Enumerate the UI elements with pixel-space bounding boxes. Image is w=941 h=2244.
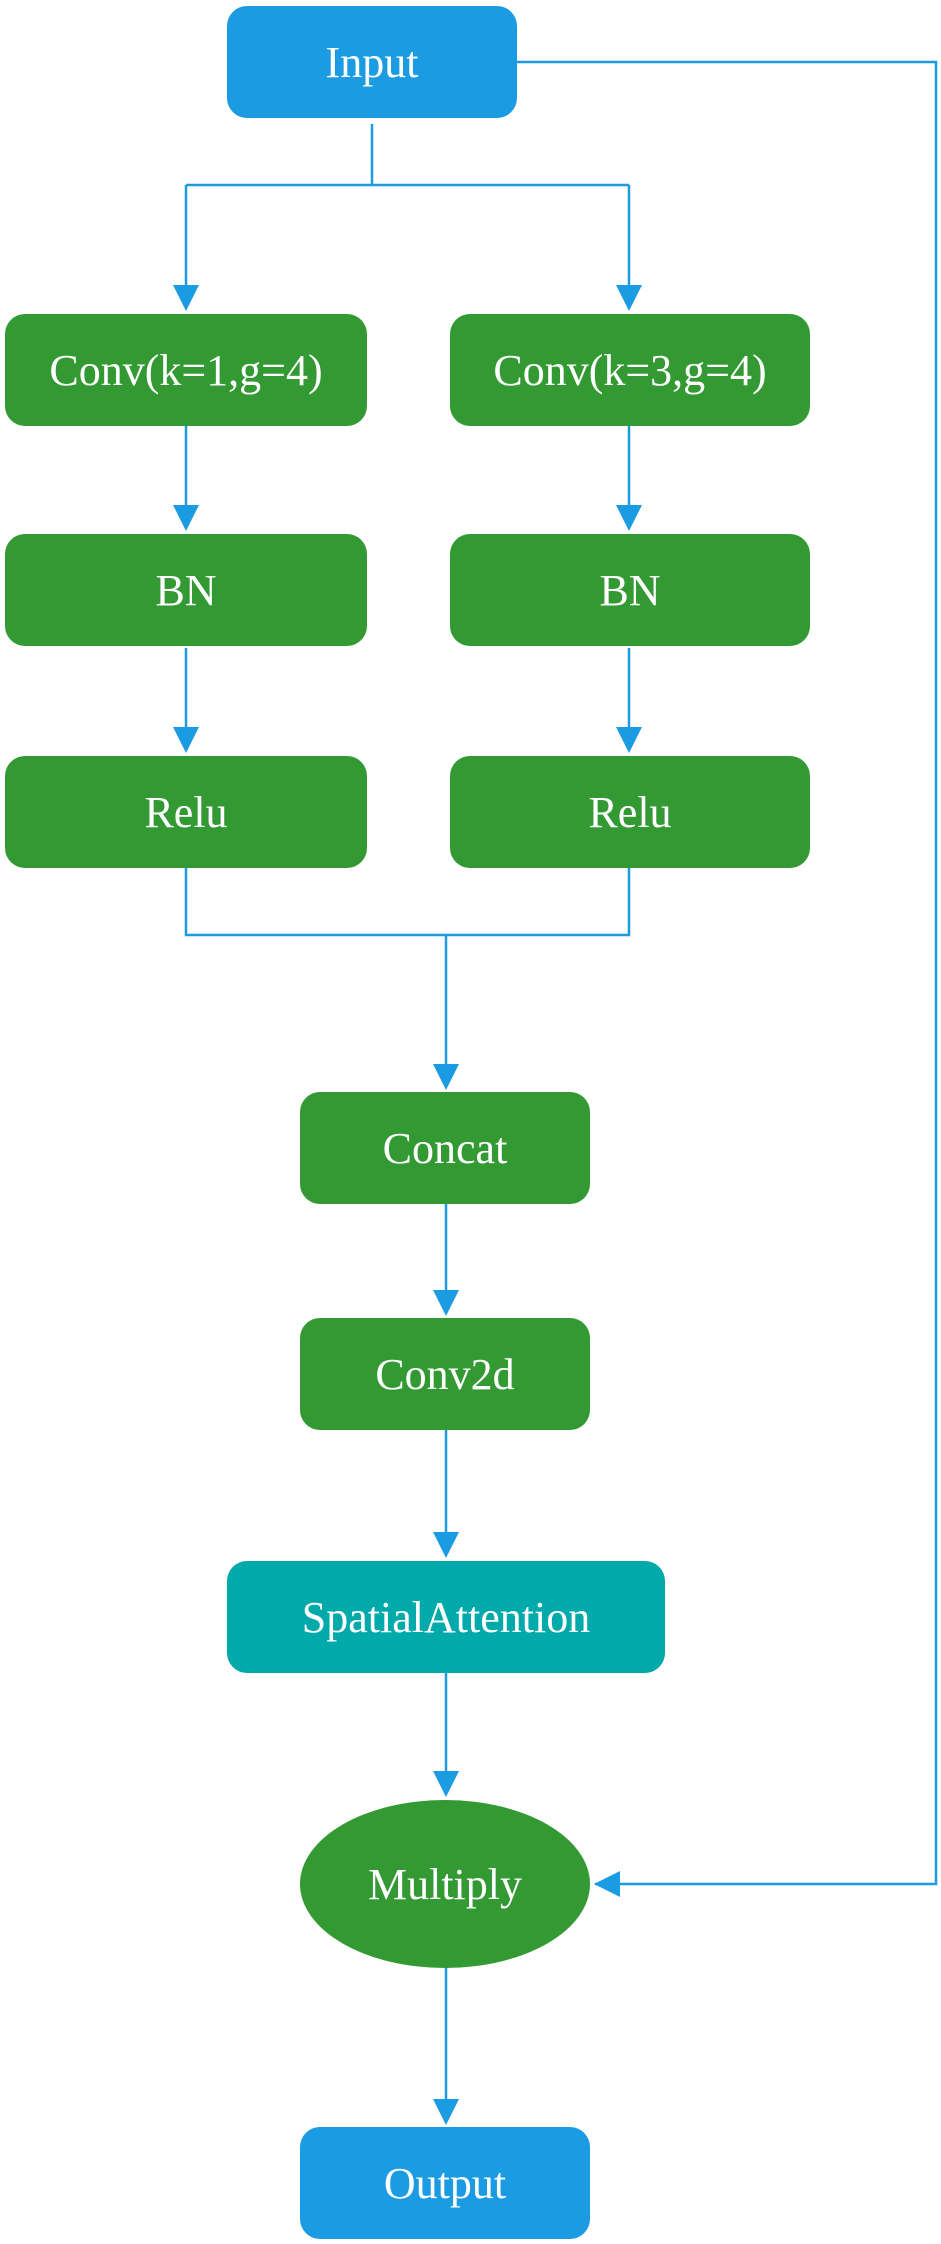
arrowhead-multiply bbox=[433, 1771, 459, 1797]
right-relu-node: Relu bbox=[450, 756, 810, 868]
right-bn-node: BN bbox=[450, 534, 810, 646]
multiply-node: Multiply bbox=[300, 1800, 590, 1968]
right-conv-node: Conv(k=3,g=4) bbox=[450, 314, 810, 426]
arrowhead-left-relu bbox=[173, 727, 199, 753]
arrowhead-attention bbox=[433, 1532, 459, 1558]
left-conv-node: Conv(k=1,g=4) bbox=[5, 314, 367, 426]
arrowhead-conv2d bbox=[433, 1290, 459, 1316]
edge-relu-merge bbox=[184, 866, 631, 1079]
arrowhead-left-conv bbox=[173, 285, 199, 311]
conv2d-node: Conv2d bbox=[300, 1318, 590, 1430]
edge-skip-input-multiply bbox=[517, 60, 938, 1886]
arrowhead-left-bn bbox=[173, 505, 199, 531]
edge-input-split bbox=[186, 124, 629, 187]
arrowhead-right-conv bbox=[616, 285, 642, 311]
left-relu-node: Relu bbox=[5, 756, 367, 868]
arrowhead-output bbox=[433, 2099, 459, 2125]
spatial-attention-node: SpatialAttention bbox=[227, 1561, 665, 1673]
concat-node: Concat bbox=[300, 1092, 590, 1204]
arrowhead-concat bbox=[433, 1064, 459, 1090]
arrowhead-right-bn bbox=[616, 505, 642, 531]
arrowhead-right-relu bbox=[616, 727, 642, 753]
output-node: Output bbox=[300, 2127, 590, 2239]
arrowhead-skip bbox=[594, 1871, 620, 1897]
left-bn-node: BN bbox=[5, 534, 367, 646]
input-node: Input bbox=[227, 6, 517, 118]
